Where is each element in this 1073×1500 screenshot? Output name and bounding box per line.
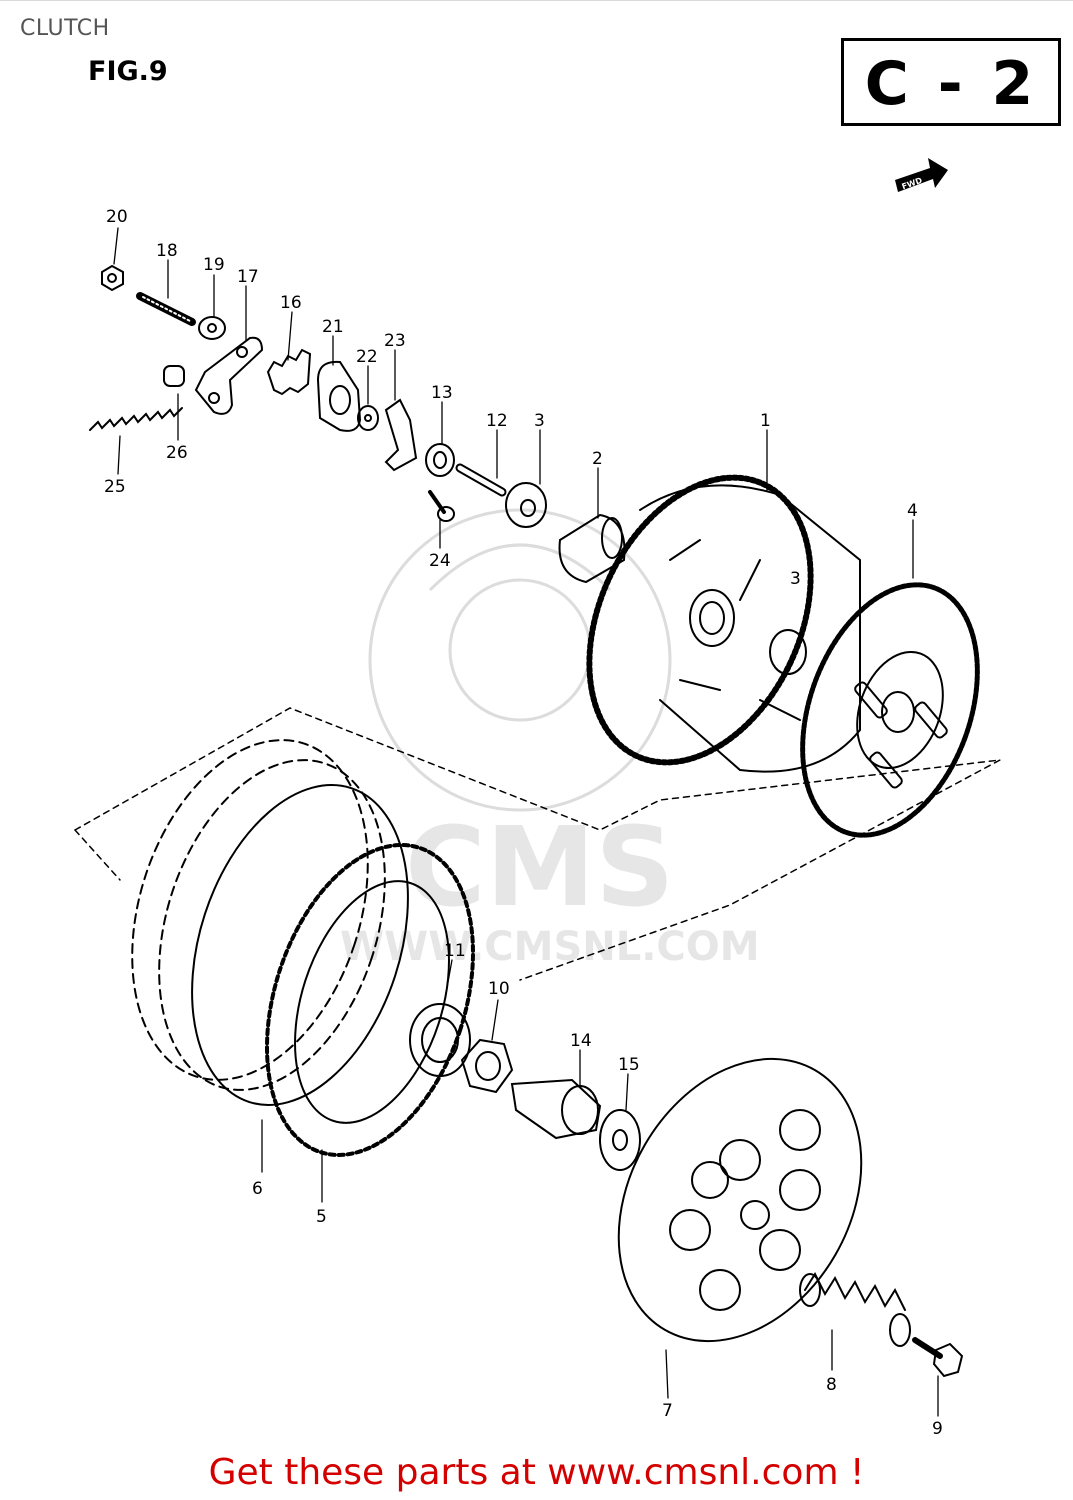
callout-3: 3 xyxy=(534,411,545,431)
part-25-return-spring xyxy=(89,407,183,431)
callout-5: 5 xyxy=(316,1207,327,1227)
callout-7: 7 xyxy=(662,1401,673,1421)
callout-15: 15 xyxy=(618,1055,640,1075)
callout-1: 1 xyxy=(760,411,771,431)
callout-11: 11 xyxy=(444,941,466,961)
callout-18: 18 xyxy=(156,241,178,261)
part-14-release-bolt xyxy=(510,1078,602,1140)
callout-21: 21 xyxy=(322,317,344,337)
part-12-push-rod xyxy=(455,463,507,497)
watermark-mascot-icon xyxy=(368,508,672,812)
part-8-clutch-spring xyxy=(799,1271,911,1347)
callout-20: 20 xyxy=(106,207,128,227)
part-17-clutch-lever xyxy=(194,336,264,415)
callout-22: 22 xyxy=(356,347,378,367)
watermark-brand: CMS xyxy=(405,803,674,931)
part-2-spacer xyxy=(558,513,626,584)
callout-14: 14 xyxy=(570,1031,592,1051)
part-3-second-washer xyxy=(769,629,807,675)
callout-16: 16 xyxy=(280,293,302,313)
figure-label: FIG.9 xyxy=(88,56,168,87)
part-11-lock-washer xyxy=(409,1003,471,1077)
part-9-spring-bolt xyxy=(912,1337,964,1378)
part-7-pressure-plate xyxy=(617,1057,863,1343)
assembly-plane-edge xyxy=(74,829,121,881)
callout-10: 10 xyxy=(488,979,510,999)
part-16-release-worm xyxy=(266,348,312,396)
top-rule xyxy=(0,0,1073,1)
callout-4: 4 xyxy=(907,501,918,521)
callout-13: 13 xyxy=(431,383,453,403)
part-1-clutch-housing xyxy=(586,474,861,773)
callout-26: 26 xyxy=(166,443,188,463)
part-4-sleeve-hub xyxy=(800,582,980,838)
part-18-adjust-screw xyxy=(136,292,196,326)
watermark-url: WWW.CMSNL.COM xyxy=(340,924,760,970)
callout-9: 9 xyxy=(932,1419,943,1439)
part-3-thrust-washer xyxy=(505,482,547,528)
part-15-washer xyxy=(599,1109,641,1171)
callout-2: 2 xyxy=(592,449,603,469)
part-19-washer xyxy=(198,316,226,340)
callout-numbers: 1 2 3 3 4 5 6 7 8 9 10 11 12 13 14 15 16… xyxy=(104,207,943,1439)
part-22-bearing xyxy=(357,405,379,431)
callout-6: 6 xyxy=(252,1179,263,1199)
part-23-plate xyxy=(384,398,418,472)
sheet-code: C - 2 xyxy=(864,49,1038,119)
callout-3-second: 3 xyxy=(790,569,801,589)
callout-23: 23 xyxy=(384,331,406,351)
part-26-pin xyxy=(163,365,185,387)
callout-8: 8 xyxy=(826,1375,837,1395)
part-6-drive-plates xyxy=(131,739,409,1106)
watermark: CMS WWW.CMSNL.COM xyxy=(340,508,760,970)
exploded-clutch-diagram: CMS WWW.CMSNL.COM FWD xyxy=(74,158,1001,1439)
callout-12: 12 xyxy=(486,411,508,431)
callout-24: 24 xyxy=(429,551,451,571)
part-20-nut xyxy=(101,264,124,292)
part-13-thrust-bearing xyxy=(425,443,455,477)
part-5-driven-plates xyxy=(265,843,475,1157)
sheet-code-box: C - 2 xyxy=(841,38,1061,126)
footer-parts-link[interactable]: Get these parts at www.cmsnl.com ! xyxy=(208,1452,865,1493)
callout-19: 19 xyxy=(203,255,225,275)
callout-17: 17 xyxy=(237,267,259,287)
leader-lines xyxy=(113,227,939,1417)
part-10-clutch-nut xyxy=(460,1038,514,1094)
forward-arrow-icon: FWD xyxy=(895,158,948,192)
part-21-release-housing xyxy=(316,360,362,432)
callout-25: 25 xyxy=(104,477,126,497)
page-title: CLUTCH xyxy=(20,16,110,41)
assembly-plane-outline xyxy=(74,707,1001,981)
part-24-screw xyxy=(428,490,455,522)
